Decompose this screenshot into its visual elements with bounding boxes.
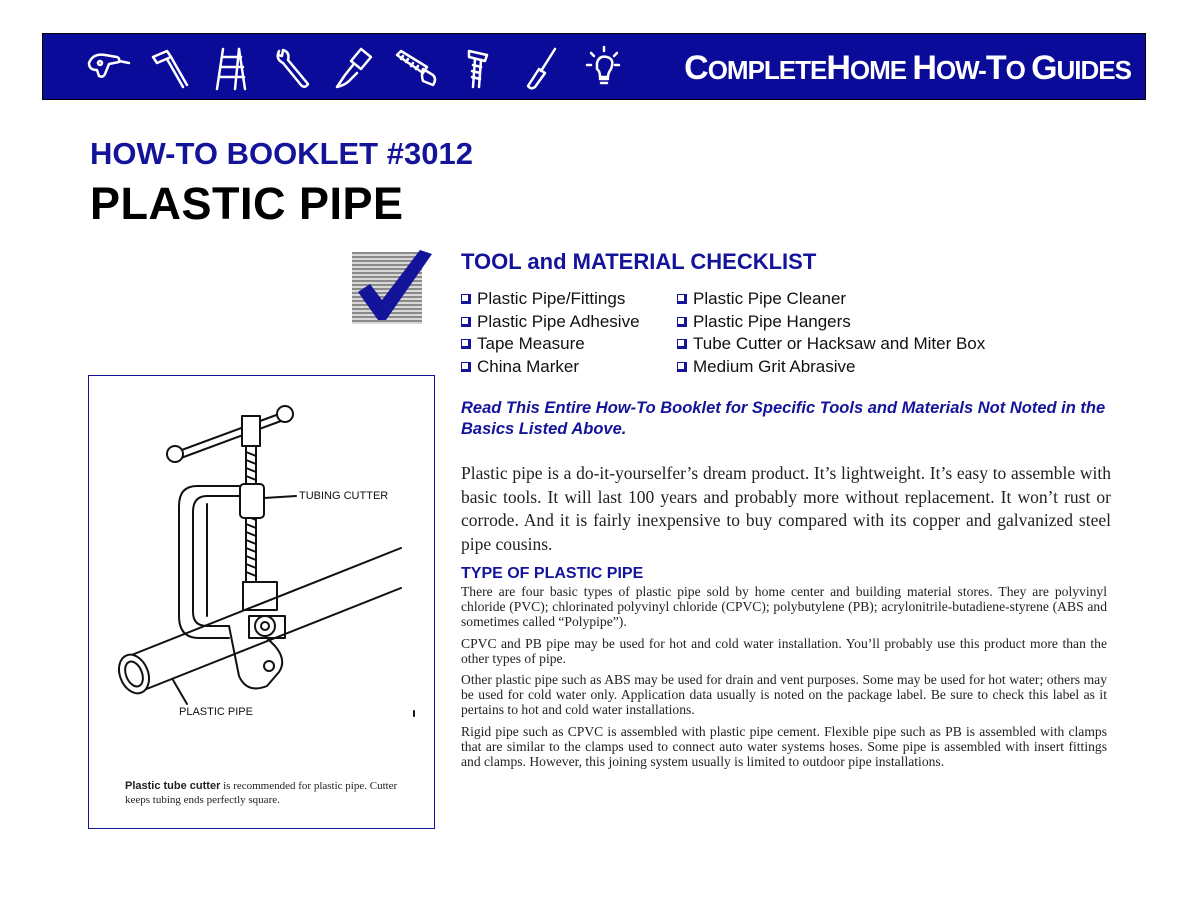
checkbox-icon [677, 294, 687, 305]
checklist-item: Plastic Pipe Adhesive [461, 311, 640, 334]
tool-icon-row [83, 43, 629, 93]
checklist-item: Tape Measure [461, 333, 640, 356]
section-body: There are four basic types of plastic pi… [461, 584, 1107, 775]
body-paragraph: There are four basic types of plastic pi… [461, 584, 1107, 630]
body-paragraph: Rigid pipe such as CPVC is assembled wit… [461, 723, 1107, 770]
checklist-item: Plastic Pipe Hangers [677, 311, 985, 334]
banner-title: COMPLETEHOME HOW-TO GUIDES [684, 49, 1132, 87]
checklist-item: China Marker [461, 356, 640, 379]
checklist-column-2: Plastic Pipe Cleaner Plastic Pipe Hanger… [677, 288, 985, 378]
header-banner: COMPLETEHOME HOW-TO GUIDES [42, 33, 1146, 100]
screwdriver-icon [526, 47, 557, 90]
ladder-icon [215, 47, 247, 91]
checklist-item: Medium Grit Abrasive [677, 356, 985, 379]
checklist-item: Plastic Pipe/Fittings [461, 288, 640, 311]
drill-icon [87, 53, 131, 78]
page-title: PLASTIC PIPE [90, 178, 404, 229]
figure-tube-cutter: TUBING CUTTER PLASTIC PIPE Plastic tube … [88, 375, 435, 829]
booklet-number: HOW-TO BOOKLET #3012 [90, 136, 473, 171]
checkbox-icon [677, 339, 687, 350]
checklist-item: Tube Cutter or Hacksaw and Miter Box [677, 333, 985, 356]
figure-caption: Plastic tube cutter is recommended for p… [125, 780, 398, 806]
checkbox-icon [461, 294, 471, 305]
checkbox-icon [461, 361, 471, 372]
checklist-heading: TOOL and MATERIAL CHECKLIST [461, 249, 817, 274]
wrench-icon [276, 48, 310, 88]
intro-paragraph: Plastic pipe is a do-it-yourselfer’s dre… [461, 463, 1111, 554]
lightbulb-icon [585, 45, 621, 85]
checkbox-icon [677, 361, 687, 372]
checkbox-icon [461, 339, 471, 350]
screw-icon [467, 49, 489, 89]
checkmark-icon [352, 250, 432, 324]
checkbox-icon [677, 316, 687, 327]
section-heading: TYPE OF PLASTIC PIPE [461, 565, 644, 582]
checklist-item: Plastic Pipe Cleaner [677, 288, 985, 311]
read-note: Read This Entire How-To Booklet for Spec… [461, 399, 1106, 438]
paintbrush-icon [335, 47, 373, 89]
checklist-column-1: Plastic Pipe/Fittings Plastic Pipe Adhes… [461, 288, 640, 378]
hammer-icon [151, 49, 189, 89]
body-paragraph: CPVC and PB pipe may be used for hot and… [461, 635, 1107, 666]
label-tubing-cutter: TUBING CUTTER [299, 490, 389, 502]
tube-cutter-illustration [118, 405, 415, 717]
label-plastic-pipe: PLASTIC PIPE [179, 706, 253, 718]
checkbox-icon [461, 316, 471, 327]
saw-icon [395, 49, 437, 87]
body-paragraph: Other plastic pipe such as ABS may be us… [461, 672, 1107, 718]
